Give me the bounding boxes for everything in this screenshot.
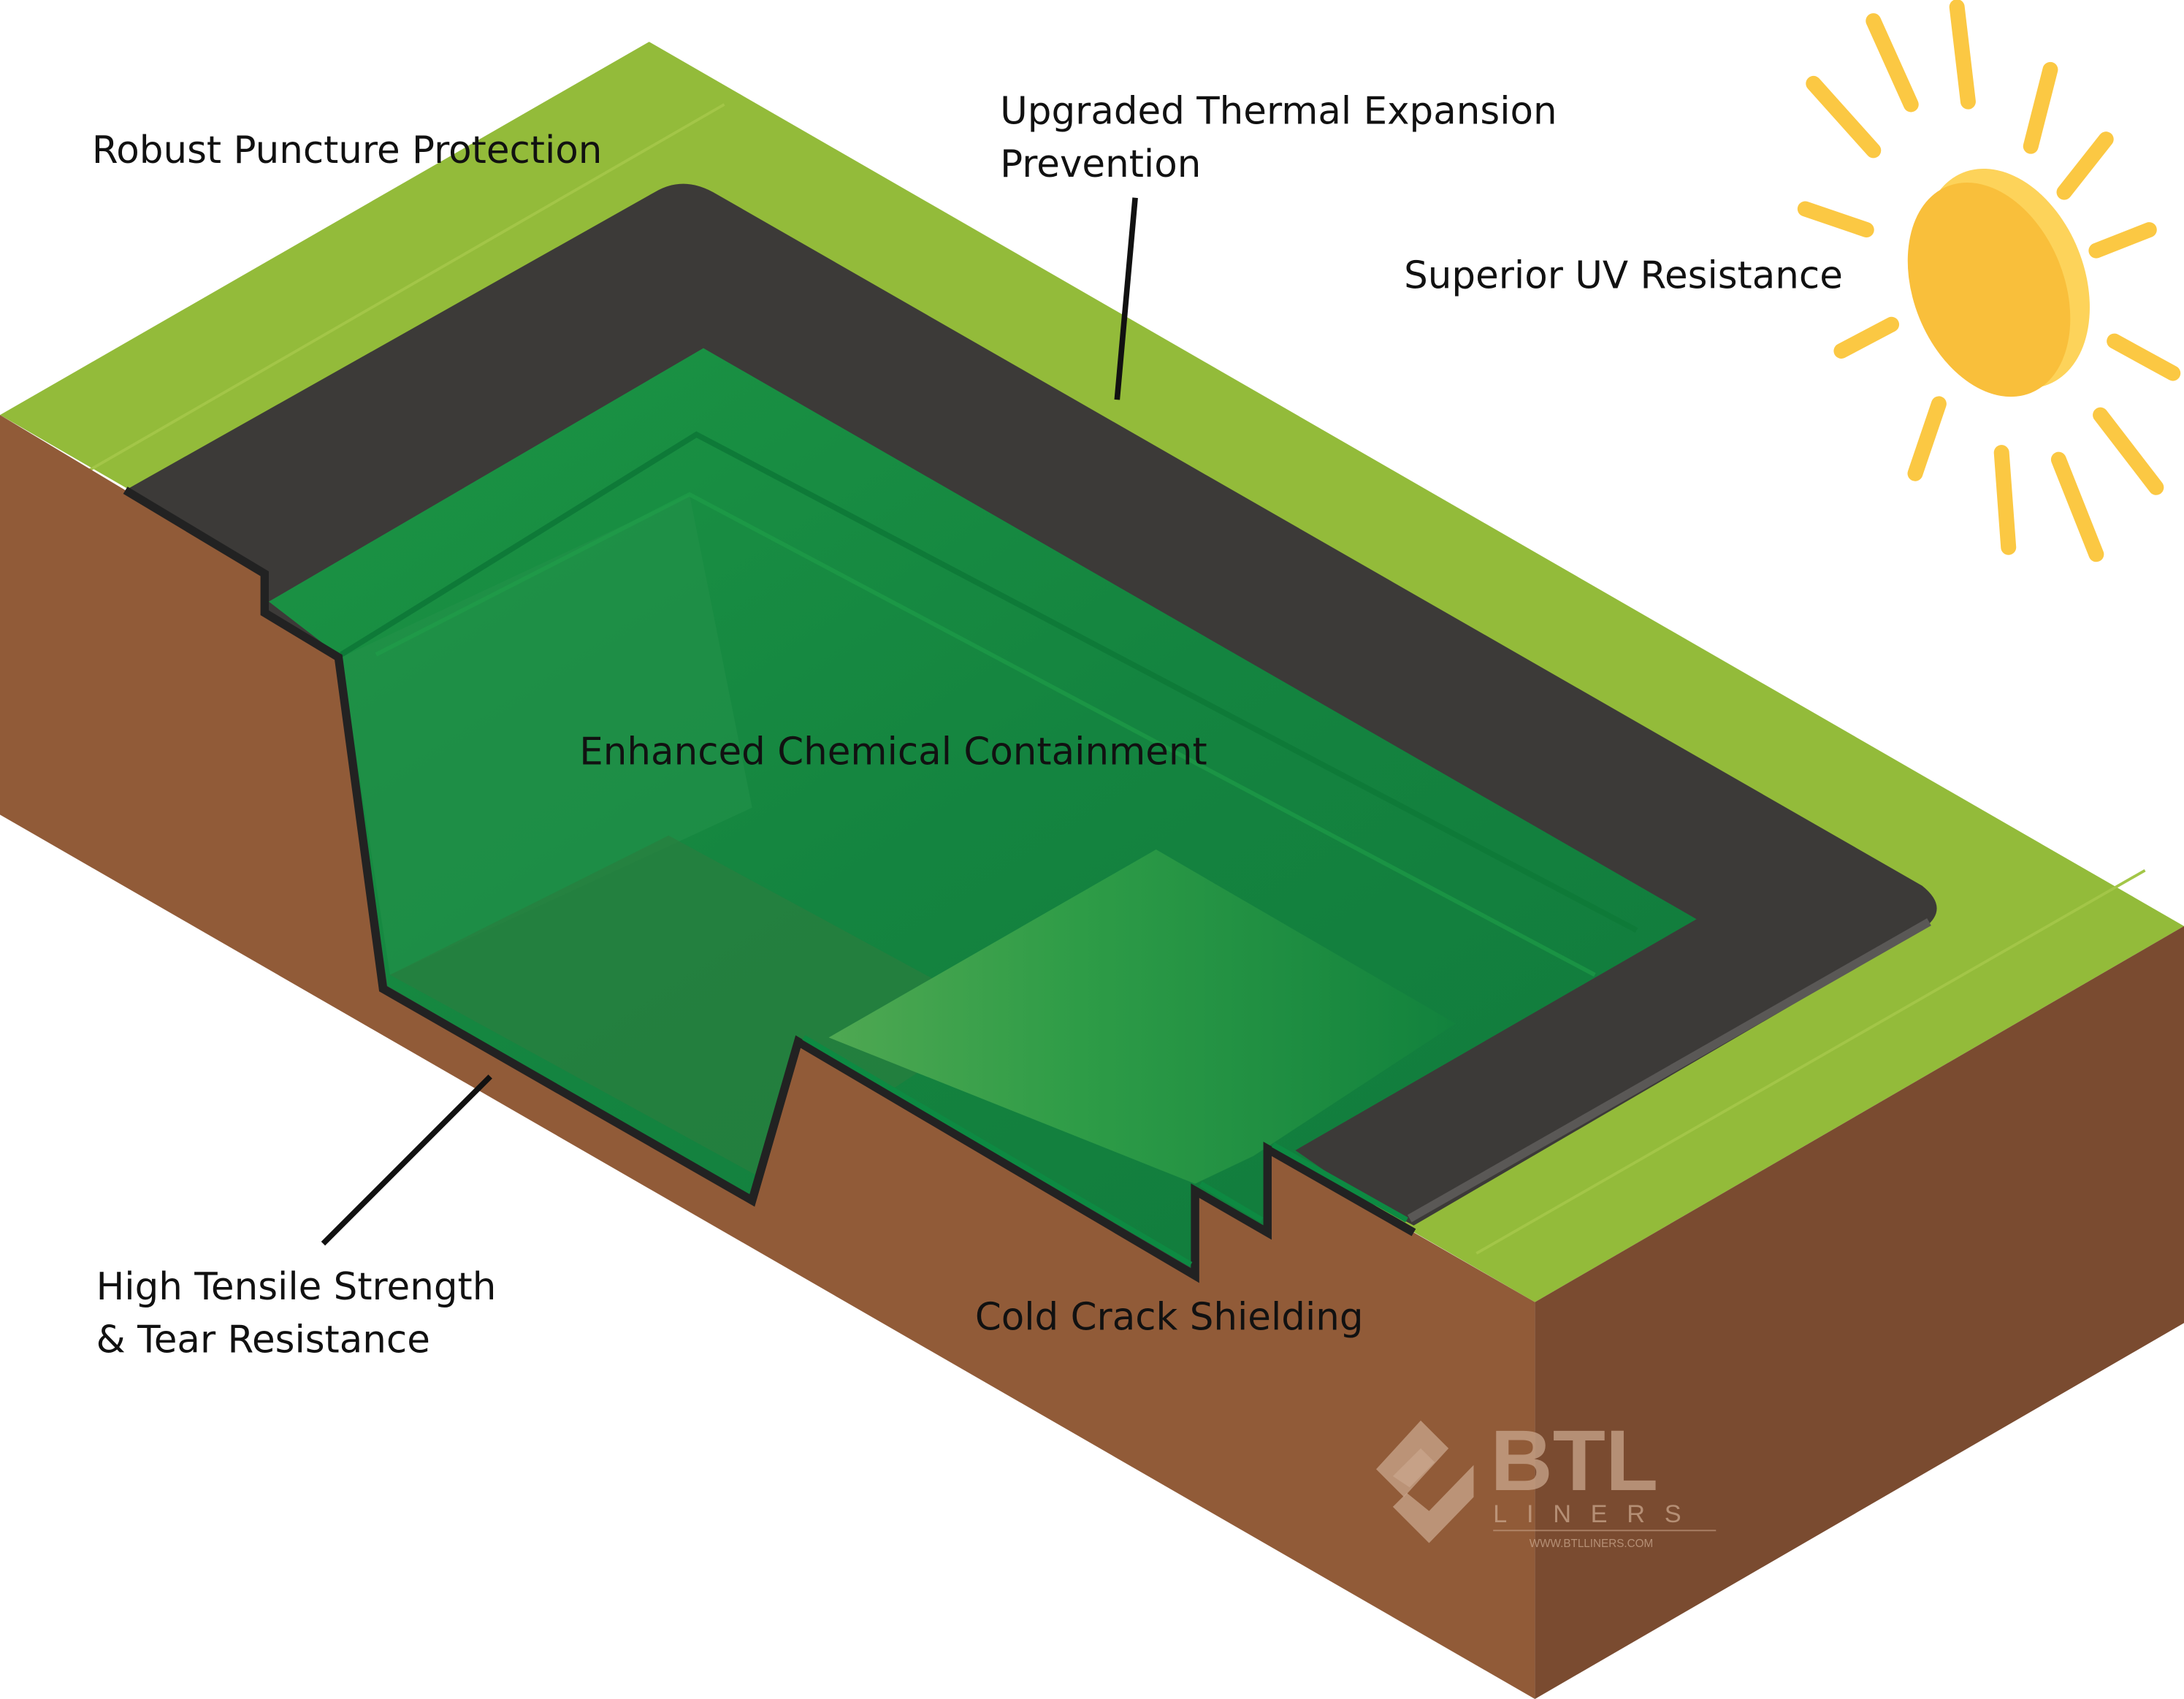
label-chemical: Enhanced Chemical Containment [579, 730, 1207, 774]
soil-front-face [0, 415, 1535, 1699]
sun-icon [1797, 0, 2181, 562]
btl-logo-mark-icon [1376, 1420, 1474, 1543]
liner-rim-edge [1407, 918, 1931, 1223]
thermal-leader-line [1114, 197, 1138, 400]
liner-cut-edge [123, 486, 1416, 1283]
grass-seam [83, 103, 725, 475]
pond-ledge-line [340, 431, 1638, 933]
label-thermal-2: Prevention [1000, 142, 1201, 186]
pond-shallow-shelf [828, 850, 1456, 1184]
btl-logo: BTL LINERS WWW.BTLLINERS.COM [1376, 1413, 1717, 1550]
liner-cut-green [802, 1035, 1408, 1267]
logo-url: WWW.BTLLINERS.COM [1530, 1538, 1653, 1550]
soil-side-face [1535, 925, 2184, 1699]
tensile-leader-line [321, 1074, 492, 1246]
label-thermal-1: Upgraded Thermal Expansion [1000, 90, 1557, 134]
label-tensile-1: High Tensile Strength [96, 1265, 497, 1309]
label-tensile-2: & Tear Resistance [96, 1318, 430, 1362]
label-uv: Superior UV Resistance [1404, 254, 1843, 298]
label-cold-crack: Cold Crack Shielding [975, 1296, 1364, 1340]
logo-name: BTL [1490, 1413, 1658, 1509]
grass-seam [1475, 868, 2146, 1255]
logo-sub: LINERS [1493, 1500, 1700, 1528]
label-puncture: Robust Puncture Protection [92, 129, 603, 172]
pond-ledge-line [375, 492, 1596, 977]
